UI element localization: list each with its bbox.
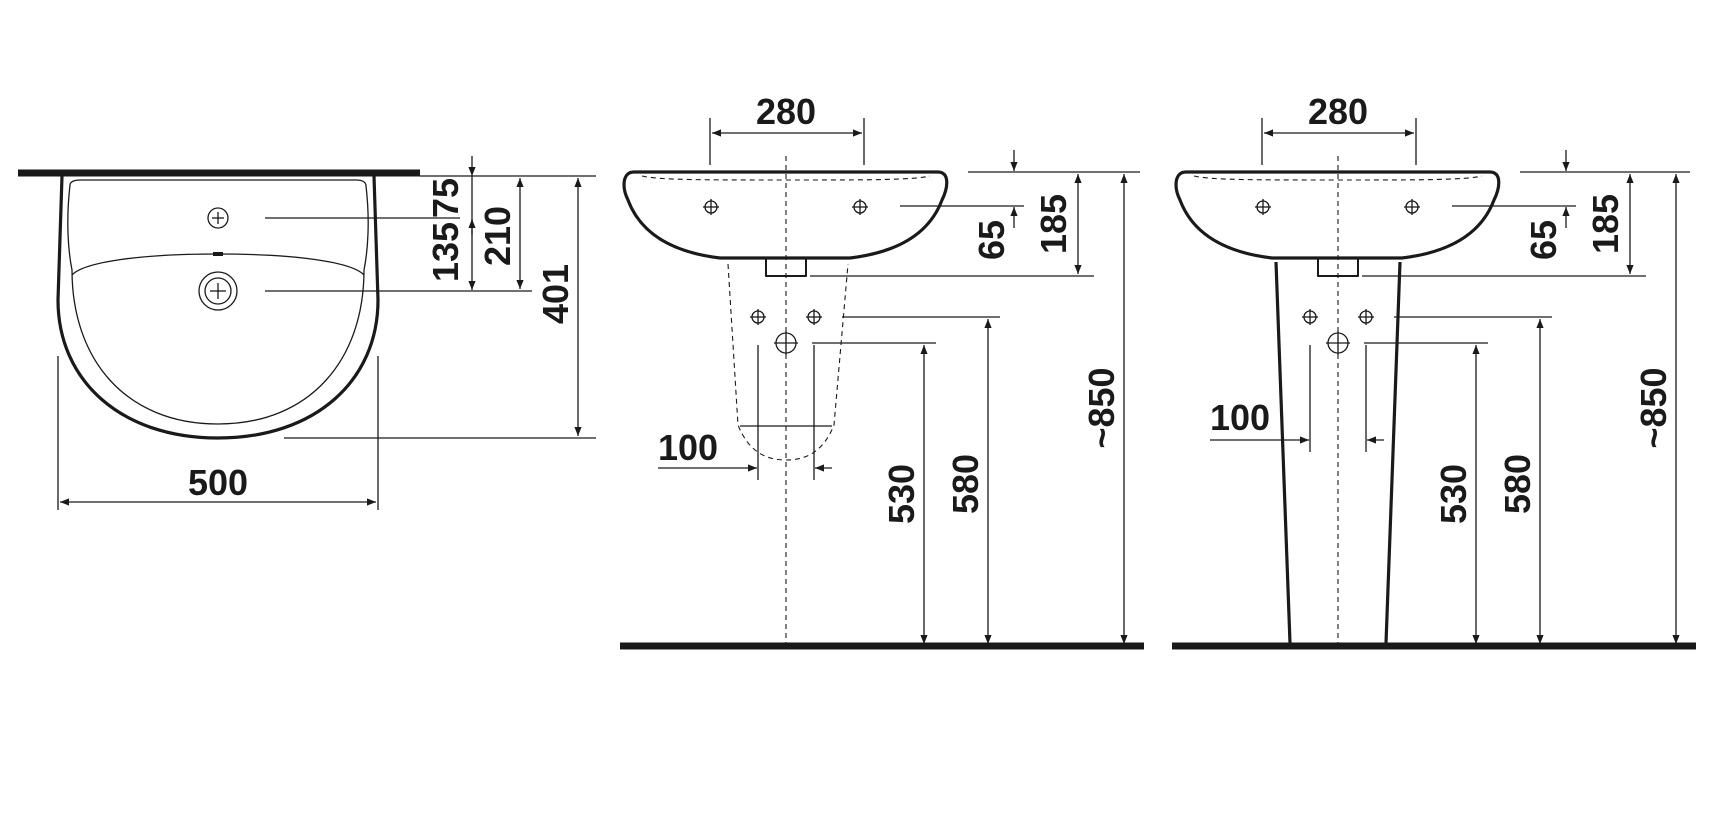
pedestal-outline bbox=[1274, 261, 1402, 644]
waste-hole-icon bbox=[198, 271, 238, 311]
semi-pedestal-outline bbox=[727, 263, 849, 461]
dim-label-rim-height: ~850 bbox=[1081, 367, 1122, 448]
dim-label-supply-height: 580 bbox=[945, 454, 986, 514]
basin-outline-side bbox=[622, 170, 949, 260]
dim-label-fixing-spacing: 280 bbox=[756, 91, 816, 132]
full-pedestal-view: 280 65 185 100 530 580 ~850 bbox=[1172, 91, 1696, 650]
dim-label-rim-height: ~850 bbox=[1633, 367, 1674, 448]
supply-pipe-left-icon bbox=[1302, 309, 1318, 325]
dim-label-pipe-spacing: 100 bbox=[1210, 397, 1270, 438]
dim-label-fixing-height: 65 bbox=[971, 220, 1012, 260]
fixing-hole-right-icon bbox=[852, 199, 868, 215]
waste-pipe-icon bbox=[1326, 331, 1350, 355]
dim-label-basin-height: 185 bbox=[1033, 194, 1074, 254]
basin-outline-side bbox=[1174, 170, 1501, 260]
supply-pipe-right-icon bbox=[806, 309, 822, 325]
dim-label-fixing-spacing: 280 bbox=[1308, 91, 1368, 132]
waste-pipe-icon bbox=[774, 331, 798, 355]
dim-label-width: 500 bbox=[188, 462, 248, 503]
dim-label-supply-height: 580 bbox=[1497, 454, 1538, 514]
dim-label-depth: 401 bbox=[535, 264, 576, 324]
basin-inner-rim-top bbox=[67, 179, 369, 425]
dim-label-tap-hole: 75 bbox=[425, 178, 466, 218]
dim-label-waste-total: 210 bbox=[477, 206, 518, 266]
tap-hole-icon bbox=[207, 207, 229, 229]
fixing-hole-left-icon bbox=[703, 199, 719, 215]
supply-pipe-right-icon bbox=[1358, 309, 1374, 325]
dim-label-fixing-height: 65 bbox=[1523, 220, 1564, 260]
dim-label-basin-height: 185 bbox=[1585, 194, 1626, 254]
overflow-slot-icon bbox=[213, 252, 223, 256]
top-view: 500 75 135 210 401 bbox=[18, 156, 596, 510]
fixing-hole-left-icon bbox=[1255, 199, 1271, 215]
fixing-hole-right-icon bbox=[1404, 199, 1420, 215]
dim-label-waste-height: 530 bbox=[1433, 464, 1474, 524]
dim-label-waste-height: 530 bbox=[881, 464, 922, 524]
dim-label-pipe-spacing: 100 bbox=[658, 427, 718, 468]
basin-outline-top bbox=[56, 175, 380, 440]
dim-label-waste: 135 bbox=[425, 222, 466, 282]
semi-pedestal-view: 280 65 185 100 530 580 ~850 bbox=[620, 91, 1144, 650]
supply-pipe-left-icon bbox=[750, 309, 766, 325]
